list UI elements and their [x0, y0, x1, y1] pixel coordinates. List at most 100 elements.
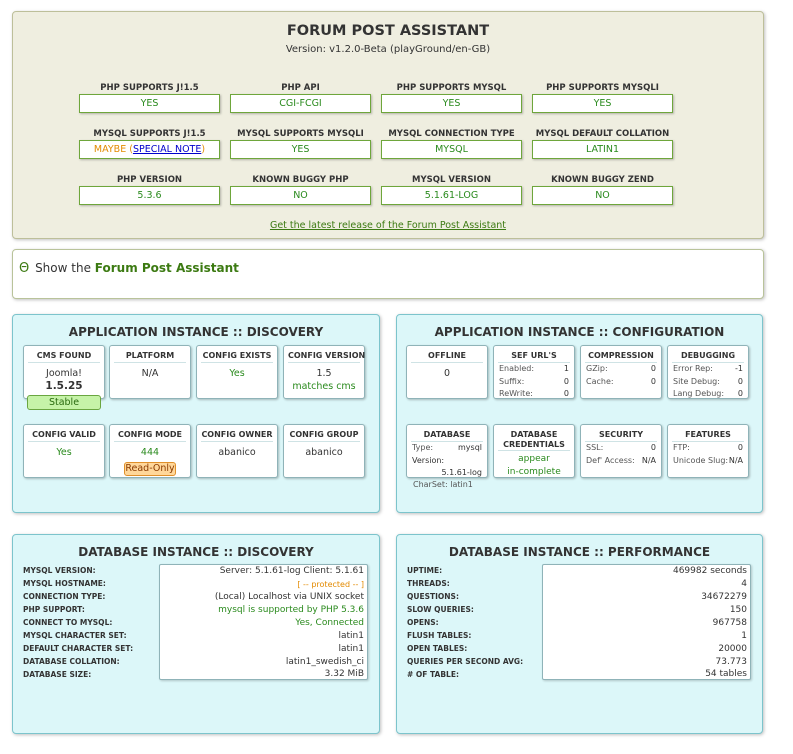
opens-value: 967758 — [712, 618, 747, 628]
read-only-badge: Read-Only — [124, 462, 176, 476]
tile-label: FEATURES — [672, 425, 744, 442]
kv-key: Error Rep: — [673, 364, 713, 373]
kv-value: 5.1.61-log — [441, 468, 482, 477]
row-label: CONNECT TO MYSQL: — [23, 618, 113, 627]
ftp-row: FTP:0 — [668, 442, 748, 455]
db-discovery-panel: DATABASE INSTANCE :: DISCOVERY MYSQL VER… — [12, 534, 380, 734]
env-label: PHP SUPPORTS MYSQLI — [546, 83, 659, 93]
tile-value: Yes — [229, 368, 245, 379]
db-performance-panel: DATABASE INSTANCE :: PERFORMANCE UPTIME:… — [396, 534, 763, 734]
latest-release-link[interactable]: Get the latest release of the Forum Post… — [269, 220, 507, 231]
env-php-supports-j15: PHP SUPPORTS J!1.5 YES — [79, 82, 220, 113]
kv-key: Def' Access: — [586, 455, 635, 465]
tile-label: DATABASE CREDENTIALS — [498, 425, 570, 451]
kv-value: N/A — [728, 455, 743, 465]
row-label: THREADS: — [407, 579, 450, 588]
kv-value: 0 — [650, 443, 656, 452]
env-label: MYSQL DEFAULT COLLATION — [535, 129, 670, 139]
row-label: FLUSH TABLES: — [407, 631, 472, 640]
row-label: MYSQL VERSION: — [23, 566, 96, 575]
app-config-title: APPLICATION INSTANCE :: CONFIGURATION — [434, 325, 725, 339]
kv-key: FTP: — [673, 443, 690, 452]
row-label: MYSQL CHARACTER SET: — [23, 631, 127, 640]
env-value: YES — [230, 140, 371, 159]
row-label: OPEN TABLES: — [407, 644, 468, 653]
kv-key: Suffix: — [499, 376, 525, 386]
sef-suffix-row: Suffix:0 — [494, 376, 574, 389]
show-fpa-toggle[interactable]: Θ Show the Forum Post Assistant — [19, 261, 239, 276]
tile-security: SECURITY SSL:0 Def' Access:N/A — [580, 424, 662, 478]
env-mysql-supports-mysqli: MYSQL SUPPORTS MYSQLI YES — [230, 128, 371, 159]
php-support-value: mysql is supported by PHP 5.3.6 — [218, 605, 364, 615]
tile-config-exists: CONFIG EXISTS Yes — [196, 345, 278, 399]
tile-label: CONFIG EXISTS — [201, 346, 273, 363]
questions-value: 34672279 — [701, 592, 747, 602]
env-mysql-connection-type: MYSQL CONNECTION TYPE MYSQL — [381, 128, 522, 159]
env-known-buggy-php: KNOWN BUGGY PHP NO — [230, 174, 371, 205]
ssl-row: SSL:0 — [581, 442, 661, 455]
threads-value: 4 — [741, 579, 747, 589]
env-label: PHP SUPPORTS MYSQL — [396, 83, 507, 93]
connection-type-value: (Local) Localhost via UNIX socket — [214, 592, 364, 602]
kv-value: mysql — [458, 443, 482, 452]
kv-value: 0 — [650, 364, 656, 373]
env-value: LATIN1 — [532, 140, 673, 159]
tile-label: SECURITY — [585, 425, 657, 442]
row-label: DATABASE SIZE: — [23, 670, 92, 679]
app-discovery-title: APPLICATION INSTANCE :: DISCOVERY — [68, 325, 324, 339]
tile-sef-urls: SEF URL'S Enabled:1 Suffix:0 ReWrite:0 — [493, 345, 575, 399]
db-size-value: 3.32 MiB — [324, 669, 364, 679]
row-label: CONNECTION TYPE: — [23, 592, 106, 601]
tile-label: CONFIG OWNER — [201, 425, 273, 442]
env-mysql-default-collation: MYSQL DEFAULT COLLATION LATIN1 — [532, 128, 673, 159]
paren-close: ) — [201, 144, 206, 155]
env-php-api: PHP API CGI-FCGI — [230, 82, 371, 113]
row-label: MYSQL HOSTNAME: — [23, 579, 106, 588]
kv-key: Version: — [412, 455, 445, 465]
env-php-supports-mysqli: PHP SUPPORTS MYSQLI YES — [532, 82, 673, 113]
kv-value: 0 — [737, 376, 743, 386]
tile-platform: PLATFORM N/A — [109, 345, 191, 399]
tile-value: Yes — [56, 447, 72, 458]
kv-value: 0 — [563, 389, 569, 398]
paren-open: ( — [129, 144, 133, 155]
gzip-row: GZip: 0 — [581, 363, 661, 376]
site-debug-row: Site Debug:0 — [668, 376, 748, 389]
credentials-line1: appear — [518, 454, 550, 464]
stable-badge: Stable — [27, 395, 101, 410]
connect-to-mysql-value: Yes, Connected — [295, 618, 364, 628]
tile-label: CONFIG GROUP — [288, 425, 360, 442]
env-value: CGI-FCGI — [230, 94, 371, 113]
toggle-strong: Forum Post Assistant — [94, 261, 239, 275]
tile-database: DATABASE Type:mysql Version: 5.1.61-log — [406, 424, 488, 478]
tile-config-group: CONFIG GROUP abanico — [283, 424, 365, 478]
kv-key: GZip: — [586, 364, 608, 373]
env-mysql-version: MYSQL VERSION 5.1.61-LOG — [381, 174, 522, 205]
db-charset-line: CharSet: latin1 — [413, 480, 473, 489]
db-discovery-title: DATABASE INSTANCE :: DISCOVERY — [78, 545, 314, 559]
kv-value: 0 — [650, 376, 656, 386]
tile-value: abanico — [218, 447, 256, 458]
special-note-link[interactable]: SPECIAL NOTE — [132, 144, 202, 155]
matches-cms-note: matches cms — [292, 381, 356, 392]
db-type-row: Type:mysql — [407, 442, 487, 455]
env-value: NO — [532, 186, 673, 205]
row-label: DATABASE COLLATION: — [23, 657, 120, 666]
version-text: Version: v1.2.0-Beta (playGround/en-GB) — [285, 44, 491, 55]
tile-features: FEATURES FTP:0 Unicode Slug:N/A — [667, 424, 749, 478]
env-value: MYSQL — [381, 140, 522, 159]
row-label: SLOW QUERIES: — [407, 605, 474, 614]
env-label: KNOWN BUGGY ZEND — [551, 175, 654, 185]
row-label: OPENS: — [407, 618, 439, 627]
slow-queries-value: 150 — [729, 605, 747, 615]
db-performance-values-box — [542, 564, 751, 680]
tile-config-version: CONFIG VERSION 1.5 matches cms — [283, 345, 365, 399]
mysql-version-value: Server: 5.1.61-log Client: 5.1.61 — [219, 566, 364, 576]
env-mysql-supports-j15: MYSQL SUPPORTS J!1.5 MAYBE (SPECIAL NOTE… — [79, 128, 220, 159]
kv-key: Enabled: — [499, 364, 535, 373]
tile-cms-found: CMS FOUND Joomla! 1.5.25 — [23, 345, 105, 399]
tile-config-mode: CONFIG MODE 444 Read-Only — [109, 424, 191, 478]
env-value: NO — [230, 186, 371, 205]
kv-value: 1 — [563, 364, 569, 373]
db-discovery-values-box — [159, 564, 368, 680]
